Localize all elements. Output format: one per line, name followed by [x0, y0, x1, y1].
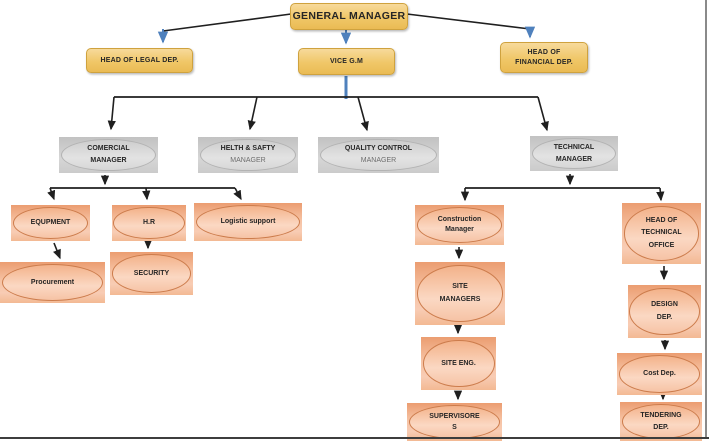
node-head-of-legal-dep[interactable]: HEAD OF LEGAL DEP.: [86, 48, 193, 73]
node-quality-control-manager[interactable]: QUALITY CONTROL MANAGER: [318, 137, 439, 173]
node-logistic-support[interactable]: Logistic support: [194, 203, 302, 241]
ellipse-shape: [621, 403, 701, 440]
connector-to-logistic: [233, 187, 242, 201]
node-supervisores[interactable]: SUPERVISORE S: [407, 403, 502, 441]
node-label: DESIGN DEP.: [651, 300, 678, 321]
node-label: HELTH & SAFTY MANAGER: [220, 145, 276, 164]
node-label: SITE ENG.: [441, 359, 476, 367]
node-label: Logistic support: [220, 218, 276, 226]
connector-gm-to-financial: [406, 13, 531, 30]
ellipse-shape: [629, 287, 700, 336]
node-label: Construction Manager: [437, 215, 482, 234]
node-head-of-financial-dep[interactable]: HEAD OF FINANCIAL DEP.: [500, 42, 588, 73]
connector-rail-to-comercial: [107, 96, 116, 131]
node-label: HEAD OF LEGAL DEP.: [100, 56, 179, 64]
node-equpment[interactable]: EQUPMENT: [11, 205, 90, 241]
connector-rail-to-quality: [357, 96, 369, 132]
ellipse-shape: [200, 138, 296, 172]
node-design-dep[interactable]: DESIGN DEP.: [628, 285, 701, 338]
node-label: VICE G.M: [329, 57, 364, 65]
connector-rail-to-technical: [537, 96, 549, 132]
ellipse-shape: [60, 138, 157, 172]
node-procurement[interactable]: Procurement: [0, 262, 105, 303]
node-technical-manager[interactable]: TECHNICAL MANAGER: [530, 136, 618, 171]
connector-rail-to-helth: [247, 96, 258, 131]
ellipse-shape: [111, 254, 192, 293]
node-label: GENERAL MANAGER: [292, 9, 406, 22]
connector-to-head-tech-office: [656, 187, 665, 202]
node-label: SUPERVISORE S: [429, 412, 480, 431]
node-label: Procurement: [30, 278, 75, 286]
node-site-managers[interactable]: SITE MANAGERS: [415, 262, 505, 325]
connector-to-equpment: [47, 187, 56, 201]
ellipse-shape: [618, 355, 701, 393]
ellipse-shape: [531, 137, 617, 170]
node-label: SITE MANAGERS: [439, 282, 481, 303]
node-construction-manager[interactable]: Construction Manager: [415, 205, 504, 245]
page-border-bottom: [0, 437, 709, 439]
node-label: HEAD OF FINANCIAL DEP.: [515, 48, 573, 66]
node-label: EQUPMENT: [30, 219, 71, 227]
node-tendering-dep[interactable]: TENDERING DEP.: [620, 402, 702, 441]
node-label: TECHNICAL MANAGER: [553, 143, 595, 163]
ellipse-shape: [422, 339, 495, 388]
ellipse-shape: [2, 264, 103, 301]
node-label: TENDERING DEP.: [640, 411, 682, 431]
node-vice-gm[interactable]: VICE G.M: [298, 48, 395, 75]
node-label: SECURITY: [133, 269, 170, 277]
node-label: H.R: [142, 219, 156, 227]
ellipse-shape: [416, 265, 504, 322]
ellipse-shape: [408, 404, 501, 440]
node-hr[interactable]: H.R: [112, 205, 186, 241]
ellipse-shape: [416, 207, 503, 243]
node-site-eng[interactable]: SITE ENG.: [421, 337, 496, 390]
node-label: QUALITY CONTROL MANAGER: [344, 145, 413, 164]
connector-to-hr: [142, 187, 151, 201]
ellipse-shape: [320, 138, 437, 172]
node-cost-dep[interactable]: Cost Dep.: [617, 353, 702, 395]
node-general-manager[interactable]: GENERAL MANAGER: [290, 3, 408, 30]
connector-gm-to-legal: [162, 13, 292, 32]
node-comercial-manager[interactable]: COMERCIAL MANAGER: [59, 137, 158, 173]
node-label: COMERCIAL MANAGER: [87, 145, 130, 164]
node-label: HEAD OF TECHNICAL OFFICE: [641, 216, 682, 249]
connector-equpment-procurement: [53, 242, 61, 260]
ellipse-shape: [196, 204, 300, 240]
page-border-right: [705, 0, 707, 439]
ellipse-shape: [623, 206, 700, 261]
ellipse-shape: [12, 206, 89, 240]
node-security[interactable]: SECURITY: [110, 252, 193, 295]
ellipse-shape: [113, 206, 185, 240]
node-head-of-technical-office[interactable]: HEAD OF TECHNICAL OFFICE: [622, 203, 701, 264]
node-label: Cost Dep.: [643, 370, 676, 378]
node-helth-safty-manager[interactable]: HELTH & SAFTY MANAGER: [198, 137, 298, 173]
